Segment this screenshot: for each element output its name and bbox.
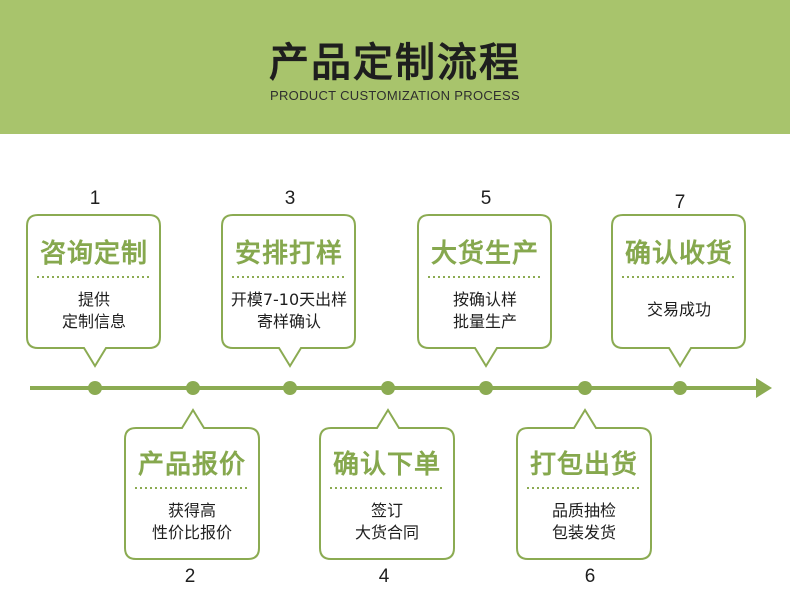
step-3-number: 3 (284, 188, 296, 209)
step-4-title: 确认下单 (332, 450, 441, 480)
step-7-desc-line1: 交易成功 (646, 300, 711, 319)
page-title: 产品定制流程 (269, 40, 521, 86)
step-6-callout (516, 408, 652, 560)
step-4-callout (319, 408, 455, 560)
step-3-dot (283, 381, 297, 395)
step-5-dot (479, 381, 493, 395)
step-1-number: 1 (89, 188, 101, 209)
step-2-number: 2 (184, 566, 196, 587)
step-1-desc-line1: 提供 (77, 290, 110, 309)
step-3-desc-line2: 寄样确认 (256, 312, 321, 331)
step-6-dot (578, 381, 592, 395)
step-2-callout (124, 408, 260, 560)
step-2-dot (186, 381, 200, 395)
step-6-title: 打包出货 (529, 450, 638, 480)
step-5-number: 5 (480, 188, 492, 209)
step-7-title: 确认收货 (624, 239, 733, 269)
step-1-desc-line2: 定制信息 (61, 312, 126, 331)
step-6-desc-line2: 包装发货 (551, 523, 616, 542)
step-4-desc-line1: 签订 (370, 501, 403, 520)
step-6-desc-line1: 品质抽检 (551, 501, 616, 520)
page-subtitle: PRODUCT CUSTOMIZATION PROCESS (270, 88, 520, 103)
step-7-callout (611, 214, 746, 368)
timeline-arrow-icon (756, 378, 772, 398)
step-1-dot (88, 381, 102, 395)
step-5-title: 大货生产 (430, 239, 539, 269)
step-2-title: 产品报价 (137, 450, 246, 480)
header-banner: 产品定制流程 PRODUCT CUSTOMIZATION PROCESS (0, 0, 790, 134)
step-1-callout (26, 214, 161, 368)
step-5-desc-line2: 批量生产 (452, 312, 517, 331)
step-4-number: 4 (378, 566, 390, 587)
step-3-title: 安排打样 (234, 239, 343, 269)
step-7-dot (673, 381, 687, 395)
step-3-callout (221, 214, 356, 368)
step-2-desc-line2: 性价比报价 (151, 523, 232, 542)
step-5-desc-line1: 按确认样 (452, 290, 517, 309)
step-4-desc-line2: 大货合同 (354, 523, 419, 542)
step-3-desc-line1: 开模7-10天出样 (230, 290, 348, 309)
step-4-dot (381, 381, 395, 395)
step-7-number: 7 (674, 192, 686, 213)
step-2-desc-line1: 获得高 (167, 501, 216, 520)
step-6-number: 6 (584, 566, 596, 587)
step-5-callout (417, 214, 552, 368)
step-1-title: 咨询定制 (39, 239, 148, 269)
